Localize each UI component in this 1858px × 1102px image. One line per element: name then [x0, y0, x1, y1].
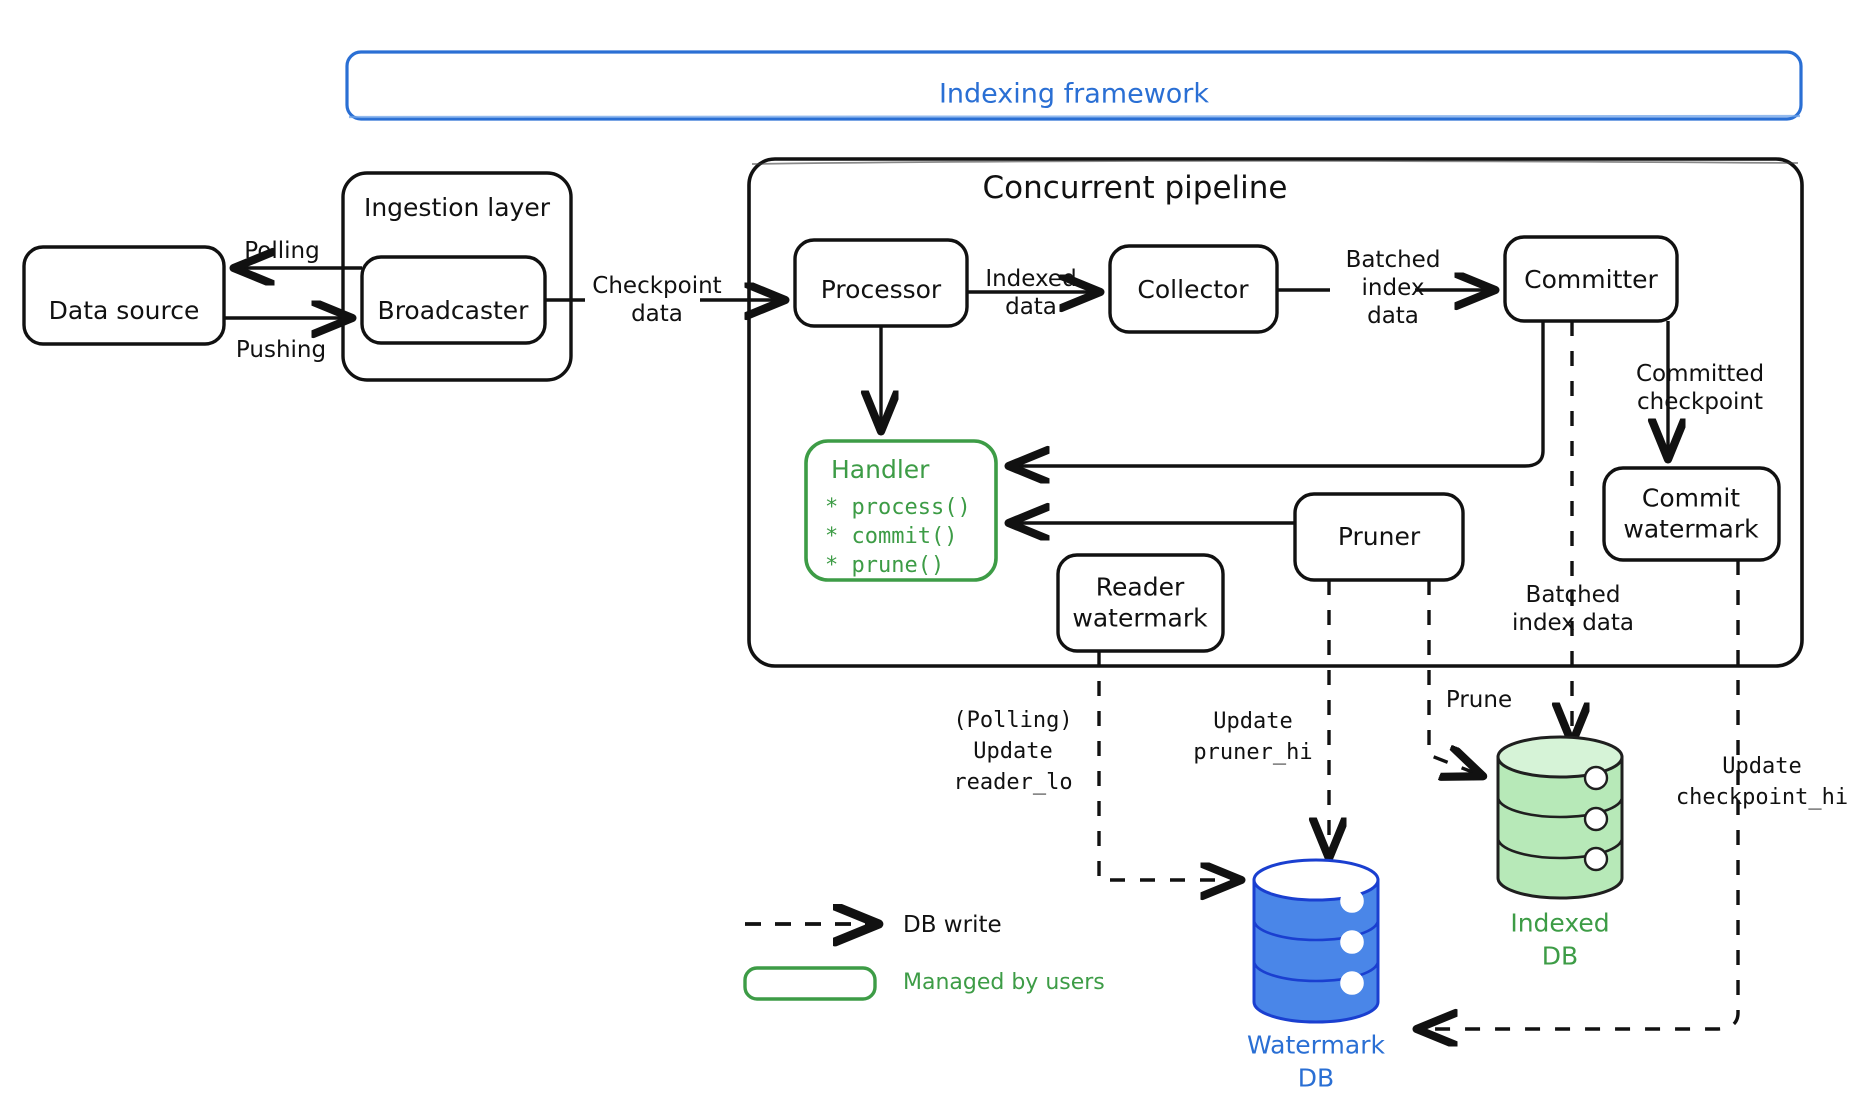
- edge-label-committed-checkpoint: Committed checkpoint: [1635, 360, 1765, 415]
- handler-method-prune: * prune(): [825, 553, 945, 578]
- edge-label-update-checkpoint-hi: Update checkpoint_hi: [1675, 753, 1849, 810]
- edge-label-update-pruner-hi: Update pruner_hi: [1193, 708, 1313, 765]
- legend-label-managed-by-users: Managed by users: [903, 970, 1105, 995]
- edge-label-batched-index-data-top: Batched index data: [1345, 246, 1441, 330]
- node-pruner[interactable]: [1293, 492, 1465, 582]
- legend-label-db-write: DB write: [903, 912, 1002, 938]
- database-label-indexed-db: Indexed DB: [1510, 908, 1610, 971]
- node-label-commit-watermark: Commit watermark: [1623, 483, 1759, 544]
- node-label-data-source: Data source: [48, 295, 200, 325]
- node-label-committer: Committer: [1524, 264, 1658, 294]
- handler-method-process: * process(): [825, 495, 971, 520]
- database-indexed-db[interactable]: [1496, 735, 1624, 900]
- node-reader-watermark[interactable]: [1056, 553, 1225, 653]
- indexing-framework-title: Indexing framework: [938, 78, 1210, 110]
- node-commit-watermark[interactable]: [1602, 466, 1781, 562]
- node-data-source[interactable]: [22, 245, 226, 346]
- edge-label-update-reader-lo: (Polling) Update reader_lo: [953, 708, 1073, 796]
- node-label-pruner: Pruner: [1337, 521, 1421, 551]
- edge-label-checkpoint-data: Checkpoint data: [592, 272, 722, 327]
- node-label-reader-watermark: Reader watermark: [1072, 572, 1208, 633]
- handler-method-commit: * commit(): [825, 524, 958, 549]
- node-handler[interactable]: [804, 439, 998, 582]
- ingestion-layer-title: Ingestion layer: [363, 192, 551, 222]
- edge-label-batched-index-data-bottom: Batched index data: [1511, 581, 1635, 636]
- edge-prune: [1427, 580, 1480, 775]
- edge-label-indexed-data: Indexed data: [985, 265, 1077, 320]
- container-indexing-framework: [345, 50, 1803, 121]
- node-label-broadcaster: Broadcaster: [377, 295, 529, 325]
- database-label-watermark-db: Watermark DB: [1247, 1030, 1385, 1093]
- container-ingestion-layer: [341, 171, 573, 382]
- node-label-collector: Collector: [1137, 274, 1249, 304]
- node-label-processor: Processor: [820, 274, 942, 304]
- database-watermark-db[interactable]: [1252, 858, 1380, 1024]
- edge-label-polling: Polling: [244, 237, 320, 264]
- legend-managed-by-users-symbol: [743, 966, 877, 1001]
- concurrent-pipeline-title: Concurrent pipeline: [982, 170, 1288, 207]
- container-concurrent-pipeline: [747, 157, 1804, 668]
- edge-update-checkpoint-hi: [1420, 560, 1740, 1029]
- handler-title: Handler: [831, 455, 930, 484]
- edge-label-prune: Prune: [1445, 686, 1513, 713]
- edge-label-pushing: Pushing: [235, 336, 327, 363]
- edge-committer-to-handler: [1012, 321, 1545, 466]
